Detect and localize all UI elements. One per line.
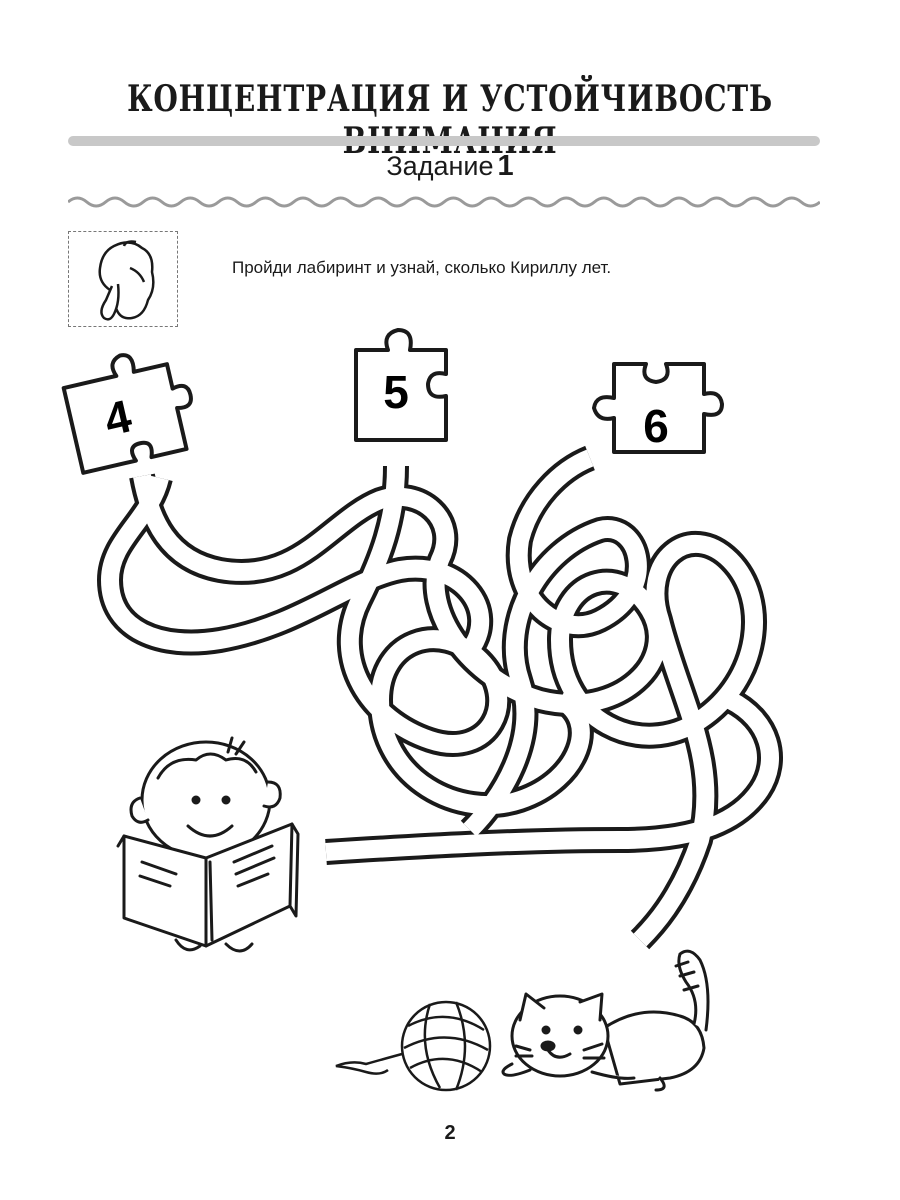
puzzle-digit-6: 6 [643,400,669,452]
yarn-ball-icon [335,1000,492,1092]
puzzle-piece-5: 5 [354,328,448,442]
cat-icon [501,949,710,1092]
boy-reading-book-icon [116,736,300,953]
hint-box [68,231,178,327]
maze-paths [97,445,783,950]
puzzle-piece-6: 6 [592,362,724,454]
wavy-divider [68,196,820,208]
puzzle-piece-4: 4 [61,353,193,475]
task-number: 1 [497,150,514,182]
title-underline [68,136,820,146]
task-label: Задание [386,151,494,181]
page-number: 2 [444,1122,456,1144]
instruction-text: Пройди лабиринт и узнай, сколько Кириллу… [232,258,612,277]
puzzle-digit-5: 5 [383,366,409,418]
